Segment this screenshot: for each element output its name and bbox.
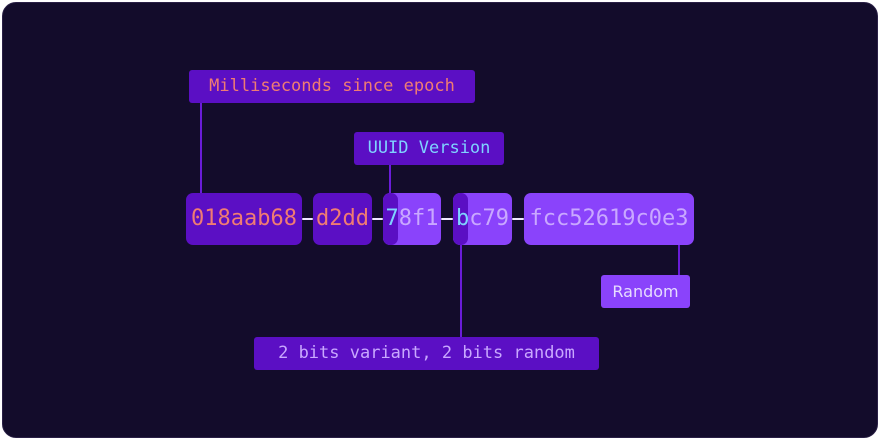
node-text: fcc52619c0e3 <box>529 206 689 231</box>
variant-marker <box>453 193 468 245</box>
uuid-segment-timestamp-low: d2dd <box>313 193 372 245</box>
timestamp-high-text: 018aab68 <box>191 206 297 231</box>
uuid-dash <box>302 218 313 220</box>
label-uuid-version: UUID Version <box>354 132 504 165</box>
uuid-dash <box>441 218 453 220</box>
uuid-segment-timestamp-high: 018aab68 <box>186 193 302 245</box>
timestamp-low-text: d2dd <box>316 206 369 231</box>
connector-milliseconds <box>200 103 202 193</box>
connector-variant <box>460 245 462 337</box>
version-marker <box>383 193 398 245</box>
uuid-segment-version: 78f1 <box>383 193 441 245</box>
label-random: Random <box>601 275 690 308</box>
connector-random <box>678 245 680 275</box>
label-variant: 2 bits variant, 2 bits random <box>254 337 599 370</box>
uuid-dash <box>512 218 524 220</box>
variant-rest: c79 <box>469 206 509 231</box>
uuid-segment-variant: bc79 <box>453 193 512 245</box>
variant-char: b <box>456 206 470 231</box>
version-char: 7 <box>385 206 399 231</box>
version-rest: 8f1 <box>398 206 439 231</box>
label-milliseconds: Milliseconds since epoch <box>189 70 475 103</box>
connector-version <box>389 164 391 194</box>
uuid-segment-node: fcc52619c0e3 <box>524 193 694 245</box>
uuid-dash <box>372 218 383 220</box>
